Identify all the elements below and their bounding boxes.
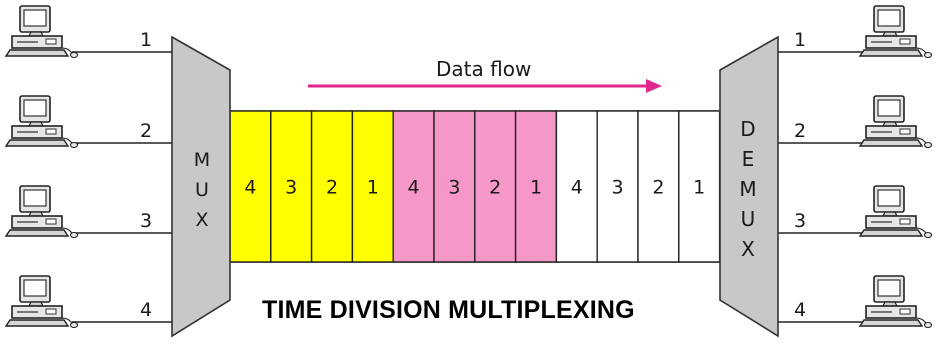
frame-3-slot-3-label: 2	[652, 177, 664, 199]
computer-icon-left-4	[5, 275, 79, 329]
mux-box	[171, 35, 231, 338]
computer-icon-left-1	[5, 5, 79, 59]
demux-letter-m: M	[739, 177, 756, 201]
frame-1-slot-4	[351, 110, 394, 263]
output-label-2: 2	[794, 120, 806, 142]
frame-2-slot-4-label: 1	[530, 177, 542, 199]
data-flow-arrowhead	[646, 79, 662, 93]
frame-2-slot-3	[474, 110, 517, 263]
frame-3-slot-2	[596, 110, 639, 263]
data-flow-label: Data flow	[436, 57, 531, 81]
input-label-4: 4	[140, 299, 152, 321]
frame-1-slot-2	[270, 110, 313, 263]
mux-letter-u: U	[195, 179, 209, 201]
frame-3-slot-3	[637, 110, 680, 263]
demux-letter-d: D	[740, 117, 755, 141]
output-label-4: 4	[794, 299, 806, 321]
tdm-frames: 4 3 2 1 4 3 2 1 4 3 2 1	[229, 110, 721, 263]
demux-letter-e: E	[742, 147, 755, 171]
computer-icon-right-2	[859, 95, 933, 149]
frame-3-slot-1-label: 4	[571, 177, 583, 199]
frame-1-slot-1	[229, 110, 272, 263]
frame-2-slot-2-label: 3	[448, 177, 460, 199]
frame-3-slot-2-label: 3	[612, 177, 624, 199]
frame-1-slot-1-label: 4	[244, 177, 256, 199]
frame-3-slot-4-label: 1	[693, 177, 705, 199]
frame-3-slot-1	[555, 110, 598, 263]
computer-icon-right-4	[859, 275, 933, 329]
output-label-3: 3	[794, 210, 806, 232]
frame-1-slot-4-label: 1	[367, 177, 379, 199]
input-label-1: 1	[140, 29, 152, 51]
input-label-3: 3	[140, 210, 152, 232]
demux-letter-x: X	[741, 237, 755, 261]
frame-1-slot-3-label: 2	[326, 177, 338, 199]
diagram-title: TIME DIVISION MULTIPLEXING	[262, 296, 635, 324]
output-label-1: 1	[794, 29, 806, 51]
frame-2-slot-2	[433, 110, 476, 263]
frame-1-slot-2-label: 3	[285, 177, 297, 199]
input-label-2: 2	[140, 120, 152, 142]
frame-2-slot-1	[392, 110, 435, 263]
computer-icon-right-3	[859, 185, 933, 239]
mux-letter-m: M	[194, 149, 210, 171]
computer-icon-left-2	[5, 95, 79, 149]
computer-icon-right-1	[859, 5, 933, 59]
frame-2-slot-1-label: 4	[408, 177, 420, 199]
demux-letter-u: U	[741, 207, 756, 231]
demux-box	[719, 35, 779, 338]
mux-letter-x: X	[195, 209, 208, 231]
frame-2-slot-3-label: 2	[489, 177, 501, 199]
computer-icon-left-3	[5, 185, 79, 239]
frame-3-slot-4	[678, 110, 721, 263]
